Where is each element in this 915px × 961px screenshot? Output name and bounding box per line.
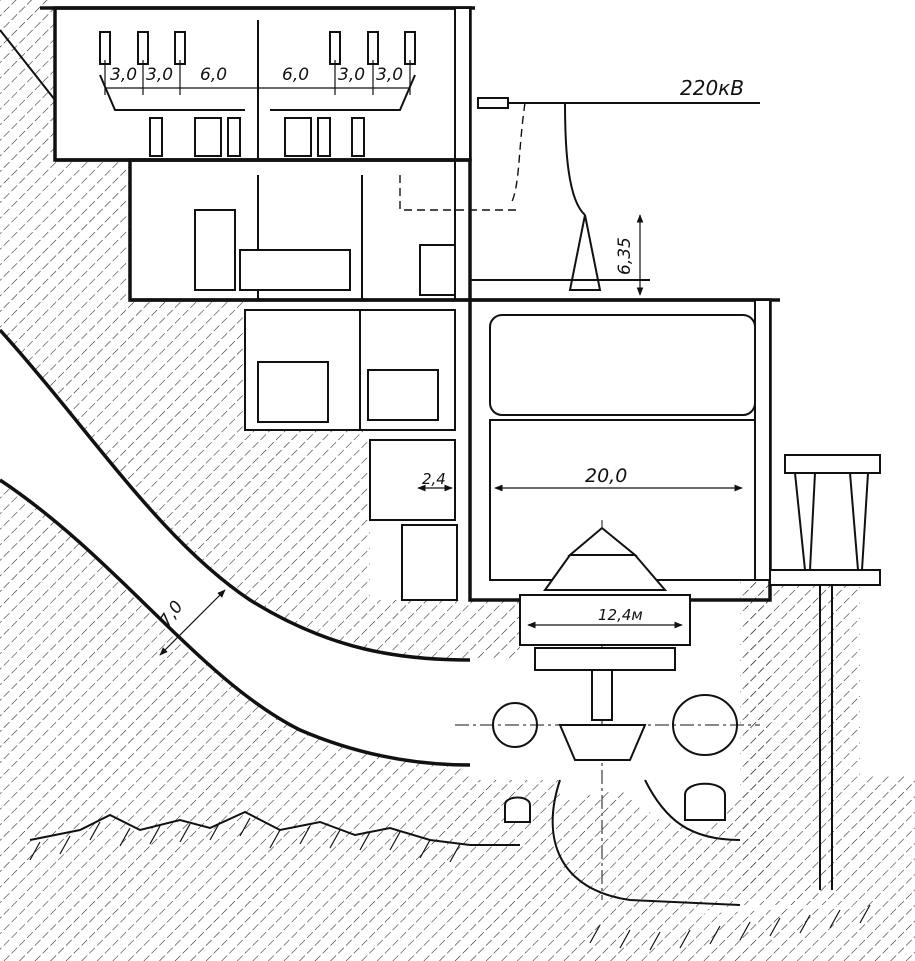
- draft-tube-inner: [644, 779, 741, 841]
- hall-roof-truss: [489, 314, 756, 416]
- switchgear-equipment: [149, 117, 365, 157]
- auxiliary-room: [401, 524, 458, 601]
- wall-bushing: [477, 97, 509, 109]
- transformer-2: [367, 369, 439, 421]
- generator-stator: [519, 594, 691, 646]
- tunnel-inner-wall: [0, 328, 471, 662]
- conductor-sag-2: [564, 102, 586, 216]
- cabinet-middle: [239, 249, 351, 291]
- top-insulators: [99, 31, 416, 65]
- hall-width-label: 20,0: [585, 465, 627, 487]
- gantry-legs: [794, 472, 869, 571]
- rock-slope-line: [0, 29, 56, 101]
- gallery-left: [504, 796, 531, 823]
- dim-top-3: 6,0: [200, 65, 227, 85]
- ground-surface-line: [29, 810, 520, 846]
- transformer-1: [257, 361, 329, 423]
- height-dim-label: 6,35: [615, 237, 635, 275]
- dim-top-5: 3,0: [338, 65, 365, 85]
- dim-top-1: 3,0: [110, 65, 137, 85]
- ground-ticks: [29, 817, 871, 951]
- cable-room-width-label: 2,4: [422, 470, 446, 488]
- switchgear-building: 3,0 3,0 6,0 6,0 3,0 3,0: [40, 6, 475, 301]
- dim-top-6: 3,0: [376, 65, 403, 85]
- arrester-support: [568, 214, 602, 291]
- top-dimension-ticks: [104, 60, 411, 95]
- tailrace-gantry: [769, 454, 881, 890]
- generator-diameter-label: 12,4м: [598, 606, 643, 624]
- conductor-sag-1: [509, 102, 526, 206]
- transformer-bays: 2,4: [244, 309, 458, 601]
- turbine-shaft: [591, 669, 613, 721]
- rock-right: [740, 580, 915, 905]
- cable-room: [369, 439, 456, 521]
- tunnel-outer-wall: [0, 478, 471, 767]
- tunnel-dimension-line: [159, 589, 226, 656]
- lower-bracket: [534, 647, 676, 671]
- generator-cover: [543, 554, 668, 591]
- voltage-label: 220кВ: [680, 76, 744, 100]
- outdoor-line: 220кВ 6,35: [470, 76, 760, 296]
- building-wall-right: [454, 7, 471, 301]
- second-level: [128, 158, 780, 302]
- turbine-runner: [558, 724, 647, 761]
- cabinet-left: [194, 209, 236, 291]
- gantry-beam: [784, 454, 881, 474]
- gantry-deck: [769, 569, 881, 586]
- generator-unit: 12,4м: [455, 520, 760, 906]
- dim-top-2: 3,0: [146, 65, 173, 85]
- dim-top-4: 6,0: [282, 65, 309, 85]
- gallery-right: [684, 782, 726, 821]
- draft-tube-outer: [551, 779, 741, 906]
- hall-right-wall: [754, 299, 771, 581]
- cabinet-right: [419, 244, 456, 296]
